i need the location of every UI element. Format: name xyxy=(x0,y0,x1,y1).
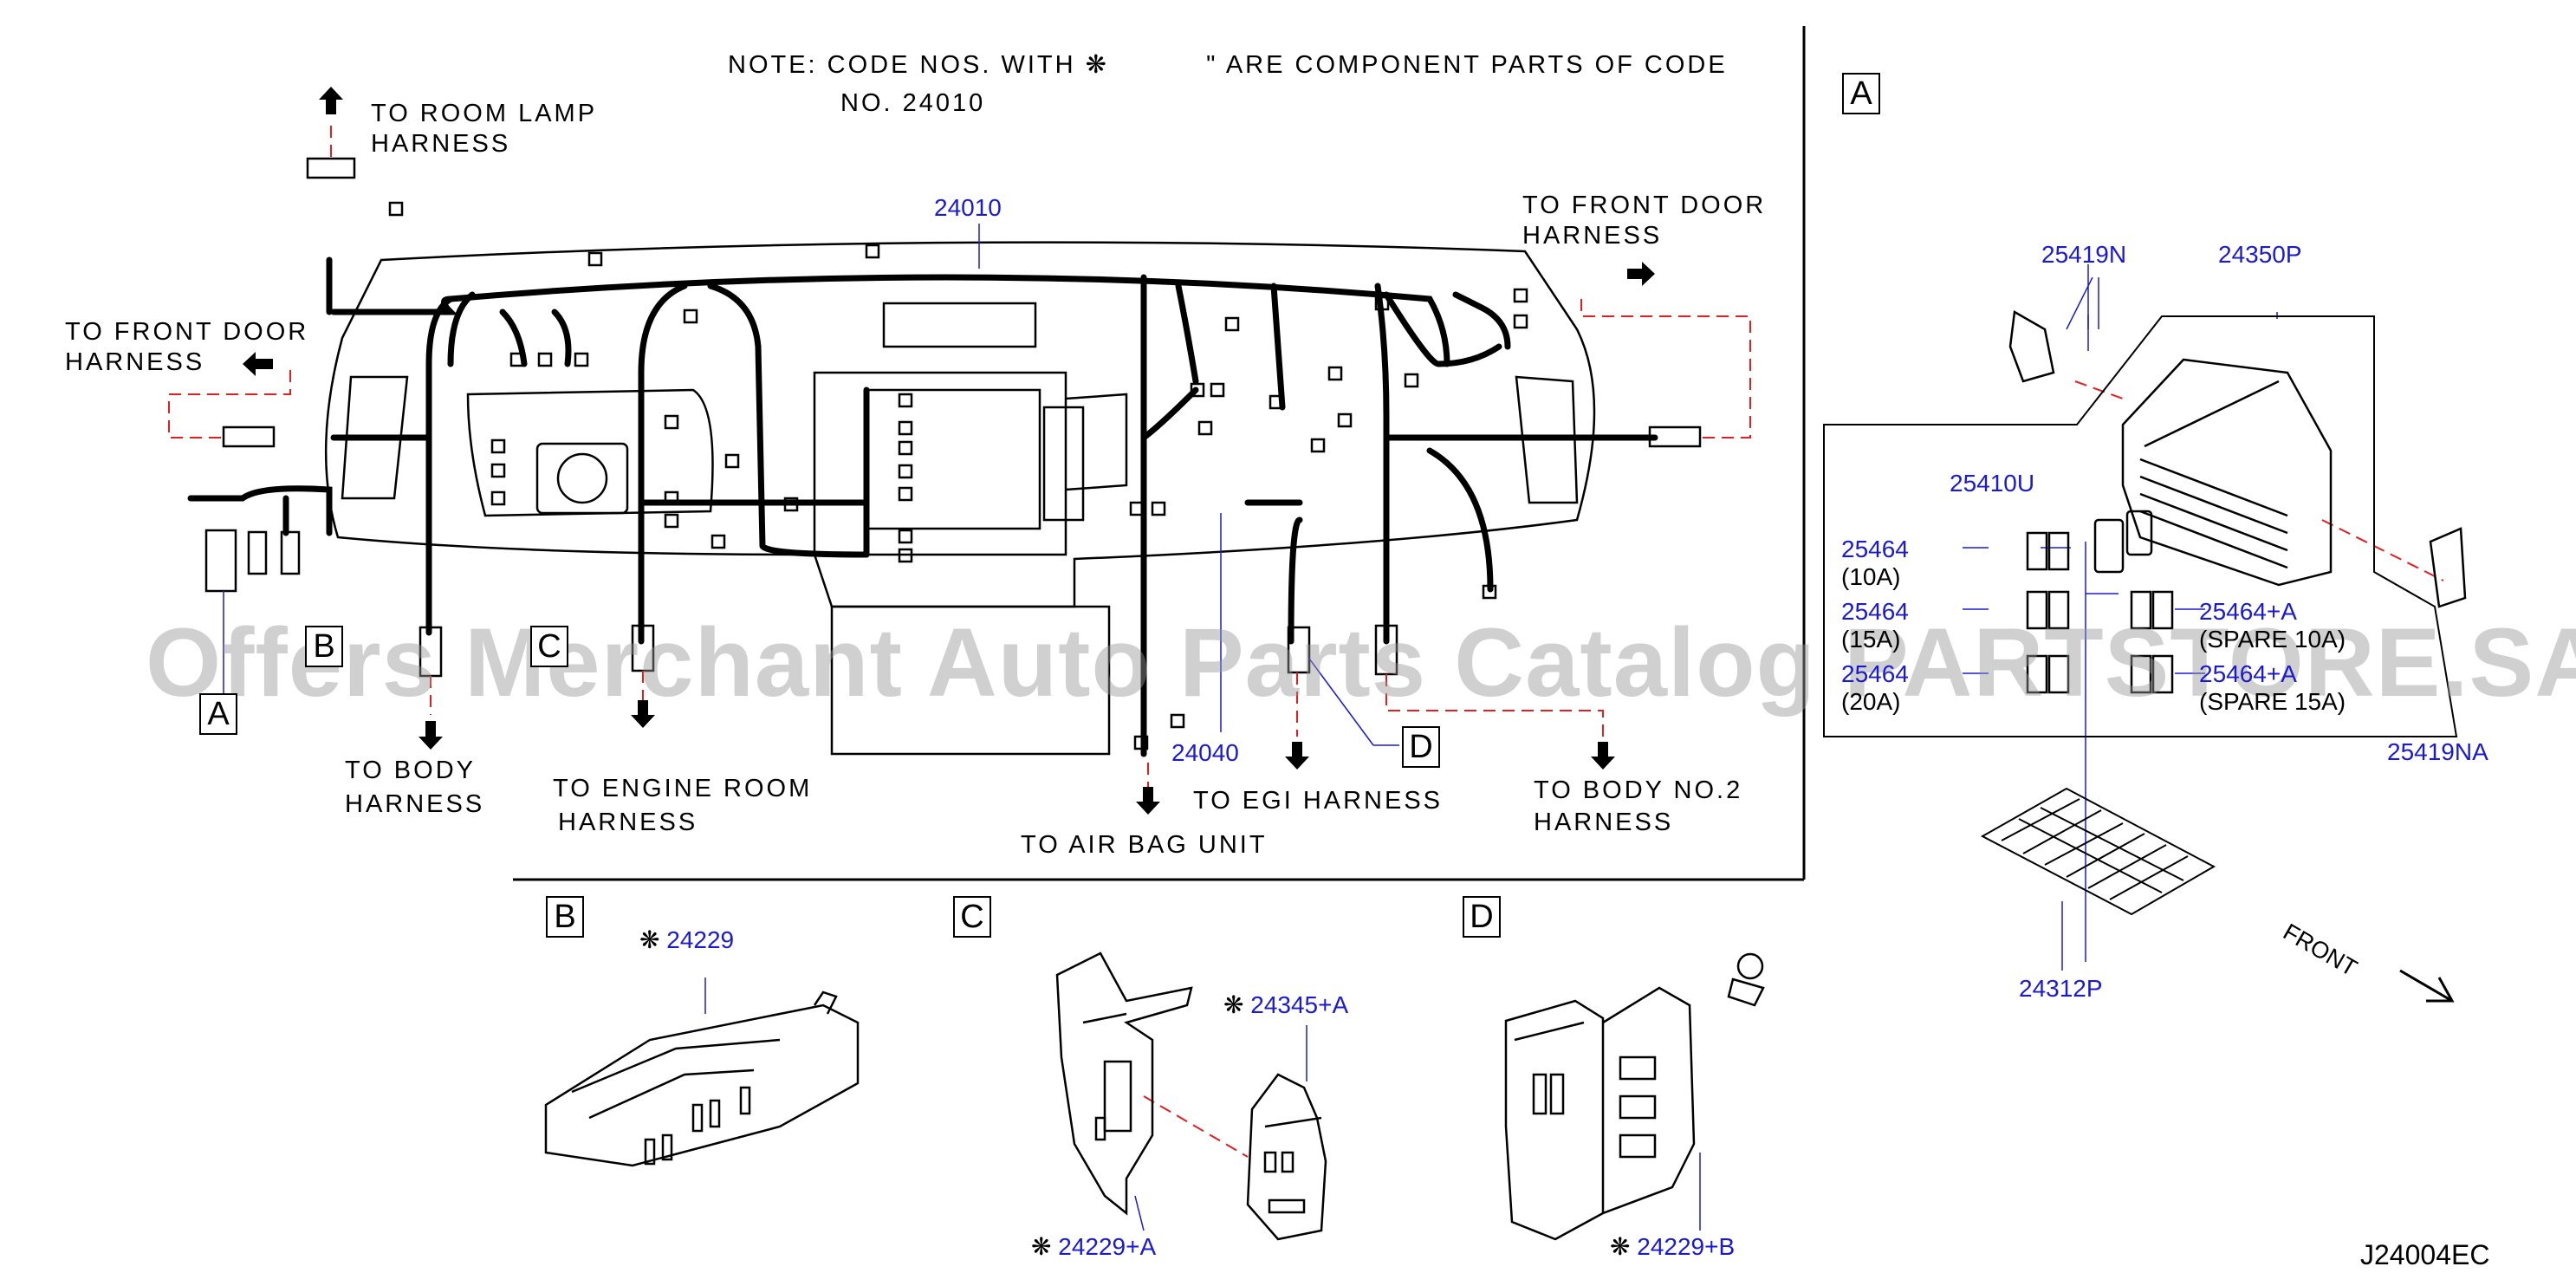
section-letter-b: B xyxy=(305,626,343,667)
note-line-2: NO. 24010 xyxy=(840,89,986,117)
front-door-right-label: TO FRONT DOOR HARNESS xyxy=(1522,192,1767,250)
detail-c-brackets xyxy=(1055,952,1327,1241)
section-letter-c: C xyxy=(530,626,568,667)
dashed-routing-lines xyxy=(168,126,2444,1158)
note-line-1: NOTE: CODE NOS. WITH ❋ " ARE COMPONENT P… xyxy=(728,50,1728,81)
part-code-24040[interactable]: 24040 xyxy=(1171,739,1239,766)
spare-fuse-15a: 25464+A (SPARE 15A) xyxy=(2199,660,2346,716)
component-symbol-icon: ❋ xyxy=(639,926,660,953)
fuse-rating: (20A) xyxy=(1841,688,1901,715)
detail-header-b: B xyxy=(546,896,584,938)
spare-fuse-10a: 25464+A (SPARE 10A) xyxy=(2199,598,2346,653)
note-text-start: NOTE: CODE NOS. WITH xyxy=(728,51,1076,79)
detail-header-c: C xyxy=(953,896,991,938)
detail-header-a: A xyxy=(1842,73,1880,114)
part-code-24312p[interactable]: 24312P xyxy=(2019,975,2103,1002)
room-lamp-label: TO ROOM LAMP HARNESS xyxy=(371,100,598,158)
section-letter-a: A xyxy=(199,693,237,735)
note-text-end: " ARE COMPONENT PARTS OF CODE xyxy=(1206,51,1728,79)
component-symbol-icon: ❋ xyxy=(1223,991,1244,1018)
part-code-24229b[interactable]: ❋ 24229+B xyxy=(1610,1233,1736,1260)
part-code-24229[interactable]: ❋ 24229 xyxy=(639,926,735,953)
engine-room-label: TO ENGINE ROOM HARNESS xyxy=(553,775,813,836)
instrument-panel-outline xyxy=(324,241,1596,756)
front-door-left-label: TO FRONT DOOR HARNESS xyxy=(65,318,309,376)
fuse-box-body xyxy=(2121,358,2333,587)
fuse-20a: 25464 (20A) xyxy=(1841,660,1909,716)
connector-squares xyxy=(388,201,1528,750)
fuse-code[interactable]: 25464+A xyxy=(2199,660,2297,687)
part-code-25410u[interactable]: 25410U xyxy=(1950,470,2035,497)
fuse-15a: 25464 (15A) xyxy=(1841,598,1909,653)
direction-arrows xyxy=(243,87,1655,815)
fuse-rating: (10A) xyxy=(1841,563,1901,590)
body-harness-label: TO BODY HARNESS xyxy=(345,757,485,818)
detail-header-d: D xyxy=(1463,896,1501,938)
fuse-code[interactable]: 25464 xyxy=(1841,660,1909,687)
fuse-10a: 25464 (10A) xyxy=(1841,536,1909,591)
fuse-code[interactable]: 25464 xyxy=(1841,536,1909,562)
part-code-25419na[interactable]: 25419NA xyxy=(2387,738,2488,765)
part-code-24010[interactable]: 24010 xyxy=(934,194,1002,221)
leader-lines xyxy=(223,224,2278,1231)
fuse-rating: (15A) xyxy=(1841,626,1901,653)
part-code-24345a[interactable]: ❋ 24345+A xyxy=(1223,991,1349,1018)
part-code-25419n[interactable]: 25419N xyxy=(2041,241,2127,268)
egi-harness-label: TO EGI HARNESS xyxy=(1193,787,1444,815)
body-no2-label: TO BODY NO.2 HARNESS xyxy=(1534,776,1743,836)
fuse-code[interactable]: 25464+A xyxy=(2199,598,2297,625)
fuse-code[interactable]: 25464 xyxy=(1841,598,1909,625)
component-symbol-icon: ❋ xyxy=(1085,51,1109,79)
section-letter-d: D xyxy=(1402,726,1440,768)
part-code-24350p[interactable]: 24350P xyxy=(2218,241,2302,268)
fuse-rating: (SPARE 15A) xyxy=(2199,688,2346,715)
fuse-rating: (SPARE 10A) xyxy=(2199,626,2346,653)
fuse-box-region-outline xyxy=(1823,315,2458,737)
detail-b-bracket xyxy=(544,990,860,1167)
fuse-parts xyxy=(2008,309,2467,694)
component-symbol-icon: ❋ xyxy=(1031,1233,1052,1260)
diagram-id: J24004EC xyxy=(2360,1239,2490,1270)
label-card xyxy=(1980,787,2216,916)
detail-d-bracket xyxy=(1504,952,1765,1241)
component-symbol-icon: ❋ xyxy=(1610,1233,1631,1260)
air-bag-label: TO AIR BAG UNIT xyxy=(1021,831,1268,859)
part-code-24229a[interactable]: ❋ 24229+A xyxy=(1031,1233,1157,1260)
front-direction-arrow xyxy=(2399,969,2455,1003)
